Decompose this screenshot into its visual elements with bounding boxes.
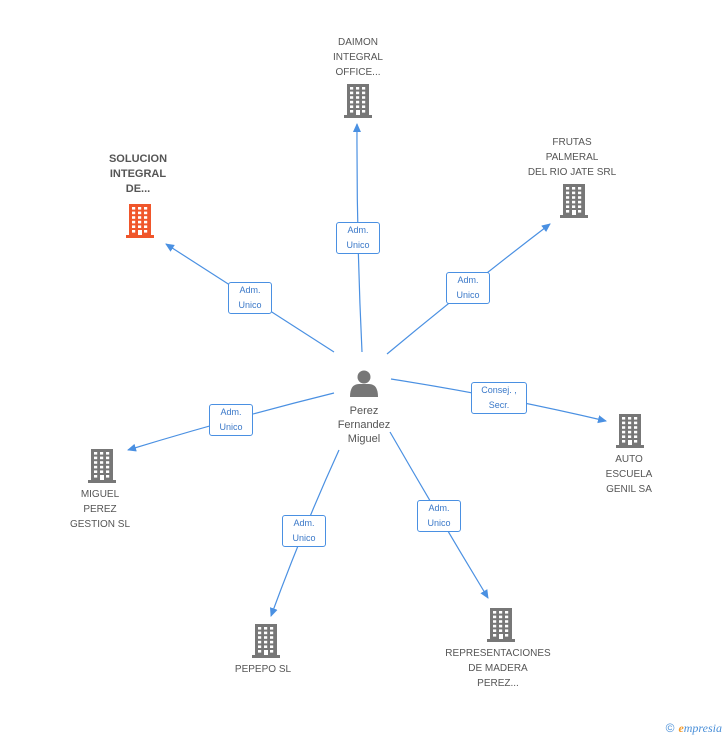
person-name-line: Fernandez bbox=[337, 419, 391, 431]
building-icon-frutas[interactable] bbox=[560, 184, 588, 218]
company-name-miguel[interactable]: MIGUEL PEREZ GESTION SL bbox=[30, 487, 170, 532]
company-name-line: DAIMON bbox=[338, 37, 378, 48]
company-name-daimon[interactable]: DAIMON INTEGRAL OFFICE... bbox=[288, 35, 428, 80]
company-name-line: AUTO bbox=[615, 454, 643, 465]
relation-label-line: Unico bbox=[238, 300, 262, 310]
relation-label-line: Adm. bbox=[293, 518, 315, 528]
company-name-representaciones[interactable]: REPRESENTACIONES DE MADERA PEREZ... bbox=[428, 646, 568, 691]
relation-label-pepepo[interactable]: Adm. Unico bbox=[282, 515, 326, 547]
company-name-line: INTEGRAL bbox=[109, 168, 167, 180]
company-name-line: PEPEPO SL bbox=[234, 664, 292, 675]
company-name-line: DEL RIO JATE SRL bbox=[527, 167, 617, 178]
footer-brand: ©empresia bbox=[666, 721, 722, 736]
relation-label-line: Unico bbox=[427, 518, 451, 528]
relation-label-solucion[interactable]: Adm. Unico bbox=[228, 282, 272, 314]
building-icon-auto[interactable] bbox=[616, 414, 644, 448]
company-name-line: FRUTAS bbox=[552, 137, 592, 148]
relation-label-line: Adm. bbox=[239, 285, 261, 295]
relation-label-line: Adm. bbox=[457, 275, 479, 285]
relation-label-auto[interactable]: Consej. , Secr. bbox=[471, 382, 527, 414]
company-name-line: PEREZ... bbox=[477, 678, 519, 689]
person-name-line: Perez bbox=[349, 405, 379, 417]
brand-logo-initial: e bbox=[678, 721, 684, 735]
relation-label-line: Unico bbox=[219, 422, 243, 432]
person-name-line: Miguel bbox=[347, 433, 381, 445]
company-name-line: MIGUEL bbox=[80, 489, 120, 500]
company-name-line: PEREZ bbox=[83, 504, 117, 515]
relation-label-line: Adm. bbox=[347, 225, 369, 235]
company-name-solucion[interactable]: SOLUCION INTEGRAL DE... bbox=[68, 152, 208, 197]
relation-label-line: Adm. bbox=[220, 407, 242, 417]
company-name-line: REPRESENTACIONES bbox=[445, 648, 551, 659]
relation-label-line: Adm. bbox=[428, 503, 450, 513]
company-name-line: PALMERAL bbox=[545, 152, 599, 163]
company-name-line: INTEGRAL bbox=[332, 52, 383, 63]
relation-label-line: Unico bbox=[346, 240, 370, 250]
relation-label-line: Unico bbox=[456, 290, 480, 300]
building-icon-pepepo[interactable] bbox=[252, 624, 280, 658]
company-name-line: GESTION SL bbox=[69, 519, 130, 530]
relation-label-daimon[interactable]: Adm. Unico bbox=[336, 222, 380, 254]
company-name-line: GENIL SA bbox=[606, 484, 652, 495]
company-name-line: SOLUCION bbox=[108, 153, 168, 165]
relation-label-representaciones[interactable]: Adm. Unico bbox=[417, 500, 461, 532]
company-name-pepepo[interactable]: PEPEPO SL bbox=[193, 662, 333, 677]
building-icon-miguel[interactable] bbox=[88, 449, 116, 483]
company-name-frutas[interactable]: FRUTAS PALMERAL DEL RIO JATE SRL bbox=[502, 135, 642, 180]
building-icon-daimon[interactable] bbox=[344, 84, 372, 118]
brand-logo-text: mpresia bbox=[683, 721, 722, 735]
company-name-line: DE MADERA bbox=[468, 663, 528, 674]
company-name-line: DE... bbox=[125, 183, 151, 195]
company-name-line: ESCUELA bbox=[605, 469, 653, 480]
relation-label-line: Consej. , bbox=[481, 385, 517, 395]
person-icon[interactable] bbox=[350, 370, 378, 398]
company-name-line: OFFICE... bbox=[335, 67, 381, 78]
copyright-symbol: © bbox=[665, 721, 675, 735]
relation-label-line: Secr. bbox=[488, 400, 510, 410]
relation-label-frutas[interactable]: Adm. Unico bbox=[446, 272, 490, 304]
building-icon-solucion[interactable] bbox=[126, 204, 154, 238]
company-name-auto[interactable]: AUTO ESCUELA GENIL SA bbox=[559, 452, 699, 497]
relation-label-line: Unico bbox=[292, 533, 316, 543]
building-icon-representaciones[interactable] bbox=[487, 608, 515, 642]
relation-label-miguel[interactable]: Adm. Unico bbox=[209, 404, 253, 436]
